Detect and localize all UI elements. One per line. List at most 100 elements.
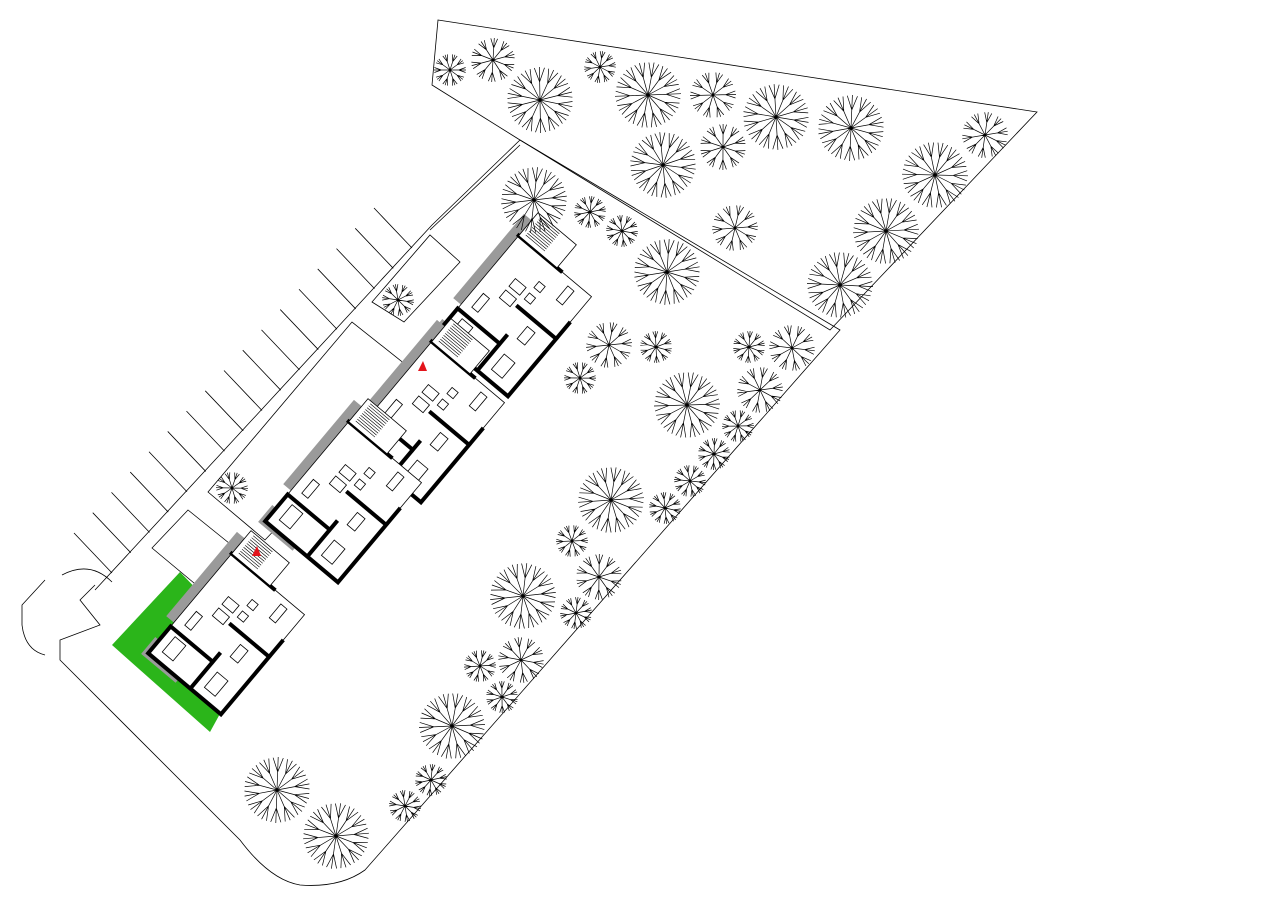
tree-trunk bbox=[774, 115, 778, 119]
tree-branches bbox=[852, 198, 920, 264]
furniture bbox=[471, 292, 491, 313]
stair-tread bbox=[449, 327, 470, 344]
tree-branches bbox=[560, 597, 592, 629]
tree-branches bbox=[244, 756, 310, 824]
tree-trunk bbox=[500, 695, 504, 699]
tree-branches bbox=[498, 637, 544, 683]
tree-icon bbox=[818, 94, 884, 162]
tree-trunk bbox=[598, 65, 602, 69]
furniture bbox=[203, 671, 229, 697]
parking-stripe bbox=[148, 451, 188, 493]
furniture bbox=[508, 277, 527, 296]
parking-stripe bbox=[111, 492, 150, 533]
furniture bbox=[363, 466, 376, 480]
parking-stripes bbox=[73, 207, 413, 574]
tree-icon bbox=[852, 198, 920, 264]
tree-trunk bbox=[403, 804, 407, 808]
tree-icon bbox=[389, 790, 421, 822]
furniture bbox=[229, 643, 249, 664]
furniture bbox=[346, 511, 366, 532]
stair-tread bbox=[448, 329, 468, 346]
entrance-marker-icon bbox=[418, 361, 427, 371]
tree-branches bbox=[806, 252, 874, 318]
tree-icon bbox=[418, 693, 486, 759]
tree-branches bbox=[743, 84, 809, 150]
tree-icon bbox=[743, 84, 809, 150]
tree-trunk bbox=[538, 98, 542, 102]
tree-branches bbox=[555, 525, 589, 557]
furniture bbox=[498, 289, 518, 308]
stair-tread bbox=[446, 331, 467, 348]
tree-branches bbox=[689, 72, 737, 118]
stair-tread bbox=[443, 335, 463, 352]
tree-branches bbox=[563, 362, 597, 394]
stair-tread bbox=[365, 409, 385, 426]
tree-icon bbox=[653, 372, 721, 438]
stair-tread bbox=[525, 234, 546, 252]
stair-tread bbox=[370, 403, 390, 421]
tree-icon bbox=[700, 123, 746, 171]
stair-tread bbox=[445, 333, 465, 350]
tree-branches bbox=[653, 372, 721, 438]
tree-icon bbox=[630, 132, 696, 198]
tree-icon bbox=[712, 205, 758, 251]
stair-tread bbox=[240, 550, 260, 568]
tree-trunk bbox=[230, 486, 234, 490]
tree-branches bbox=[737, 367, 783, 413]
tree-trunk bbox=[478, 664, 482, 668]
parking-stripe bbox=[298, 288, 338, 330]
tree-branches bbox=[382, 284, 414, 316]
furniture bbox=[446, 386, 459, 400]
parking-stripe bbox=[354, 228, 394, 269]
furniture bbox=[385, 471, 405, 492]
tree-branches bbox=[606, 215, 638, 247]
tree-trunk bbox=[578, 376, 582, 380]
tree-trunk bbox=[661, 163, 665, 167]
tree-branches bbox=[634, 239, 700, 305]
tree-trunk bbox=[521, 594, 525, 598]
tree-icon bbox=[806, 252, 874, 318]
tree-icon bbox=[584, 51, 616, 83]
tree-trunk bbox=[491, 58, 495, 62]
tree-icon bbox=[490, 563, 556, 629]
planting-bed bbox=[371, 234, 461, 323]
furniture bbox=[211, 607, 231, 626]
tree-trunk bbox=[429, 778, 433, 782]
tree-branches bbox=[584, 51, 616, 83]
stair-tread bbox=[368, 405, 388, 422]
tree-branches bbox=[698, 437, 730, 471]
tree-branches bbox=[576, 553, 622, 601]
tree-branches bbox=[463, 650, 497, 682]
stair-tread bbox=[366, 407, 387, 424]
tree-trunk bbox=[620, 229, 624, 233]
tree-trunk bbox=[646, 93, 650, 97]
tree-branches bbox=[901, 142, 969, 208]
tree-trunk bbox=[688, 479, 692, 483]
tree-trunk bbox=[588, 210, 592, 214]
tree-branches bbox=[486, 680, 518, 714]
tree-trunk bbox=[884, 229, 888, 233]
tree-trunk bbox=[733, 226, 737, 230]
tree-icon bbox=[649, 492, 681, 524]
tree-icon bbox=[463, 650, 497, 682]
parking-stripe bbox=[204, 390, 244, 432]
tree-trunk bbox=[665, 270, 669, 274]
stair-tread bbox=[451, 325, 471, 342]
tree-icon bbox=[614, 62, 682, 128]
furniture bbox=[523, 292, 537, 305]
stair-tread bbox=[251, 537, 271, 554]
tree-branches bbox=[674, 465, 706, 497]
tree-icon bbox=[698, 437, 730, 471]
tree-branches bbox=[700, 123, 746, 171]
furniture bbox=[429, 431, 449, 452]
tree-trunk bbox=[838, 283, 842, 287]
tree-icon bbox=[563, 362, 597, 394]
stair-tread bbox=[532, 227, 552, 244]
stair-tread bbox=[528, 230, 549, 248]
stair-tread bbox=[535, 223, 555, 240]
stair-tread bbox=[358, 416, 379, 434]
tree-branches bbox=[471, 37, 515, 83]
tree-icon bbox=[689, 72, 737, 118]
tree-trunk bbox=[654, 345, 658, 349]
